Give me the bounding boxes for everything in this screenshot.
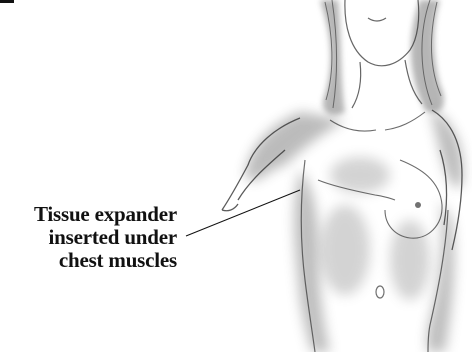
callout-leader-line: [186, 190, 300, 236]
callout-line-2: inserted under: [0, 226, 177, 249]
callout-line-3: chest muscles: [0, 249, 177, 272]
abdomen-shading: [320, 157, 430, 300]
callout-label: Tissue expander inserted under chest mus…: [0, 203, 177, 272]
face-neck: [345, 0, 422, 108]
callout-line-1: Tissue expander: [0, 203, 177, 226]
